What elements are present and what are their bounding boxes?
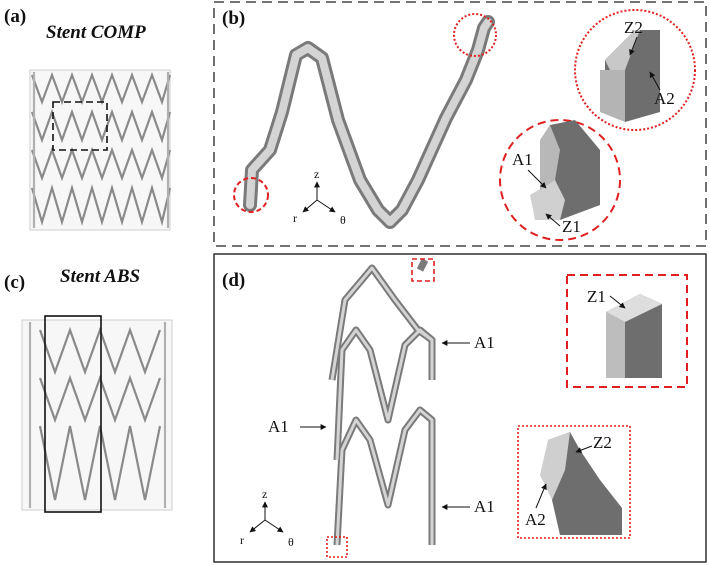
zoom-top-d-block (606, 294, 662, 378)
axis-d-r-label: r (240, 533, 244, 547)
zoom-region-box (52, 101, 108, 151)
zoom-bottom-z-label: Z1 (562, 217, 581, 236)
highlight-box-top (411, 258, 435, 282)
zoom-bottom-d-a-label: A2 (525, 510, 546, 529)
unit-cell-box (44, 315, 102, 513)
axis-triad-d (249, 501, 284, 533)
axis-z-label: z (314, 167, 319, 181)
stent-comp-drawing (29, 69, 172, 231)
panel-a: (a) Stent COMP (4, 6, 172, 231)
panel-c-title: Stent ABS (60, 266, 140, 287)
arrow-a1-middle-label: A1 (268, 417, 289, 436)
stent-abs-drawing (21, 319, 173, 511)
panel-c: (c) Stent ABS (4, 266, 173, 513)
highlight-box-bottom (326, 536, 348, 558)
axis-d-theta-label: θ (288, 535, 294, 549)
strut-d (328, 258, 436, 546)
zoom-bottom-d-block (540, 432, 622, 535)
arrow-a1-bottom-label: A1 (474, 497, 495, 516)
panel-b: (b) z r θ Z2 A2 (213, 1, 707, 247)
zoom-bottom-a-label: A1 (512, 150, 533, 169)
zoom-top-d-z-label: Z1 (587, 287, 606, 306)
zoom-bottom-d-z-label: Z2 (593, 433, 612, 452)
highlight-circle-bottom (233, 177, 269, 213)
zoom-top-a-label: A2 (654, 89, 675, 108)
panel-a-label: (a) (4, 6, 26, 27)
panel-c-label: (c) (4, 272, 25, 293)
axis-d-z-label: z (262, 487, 267, 501)
panel-b-frame (213, 1, 707, 247)
strut-b (243, 15, 495, 229)
arrow-a1-top-label: A1 (474, 333, 495, 352)
axis-r-label: r (293, 211, 297, 225)
panel-d: (d) A1 A1 A1 (213, 253, 707, 563)
zoom-box-top-d (566, 274, 688, 388)
panel-d-label: (d) (222, 270, 245, 291)
zoom-box-bottom-d (517, 425, 631, 539)
highlight-circle-top (453, 13, 497, 57)
panel-d-frame (213, 253, 707, 563)
zoom-bottom-b (499, 119, 621, 241)
axis-theta-label: θ (340, 213, 346, 227)
zoom-top-b (574, 9, 696, 131)
zoom-top-z-label: Z2 (624, 18, 643, 37)
axis-triad-b (302, 181, 336, 213)
panel-a-title: Stent COMP (46, 22, 146, 43)
panel-b-label: (b) (222, 8, 245, 29)
